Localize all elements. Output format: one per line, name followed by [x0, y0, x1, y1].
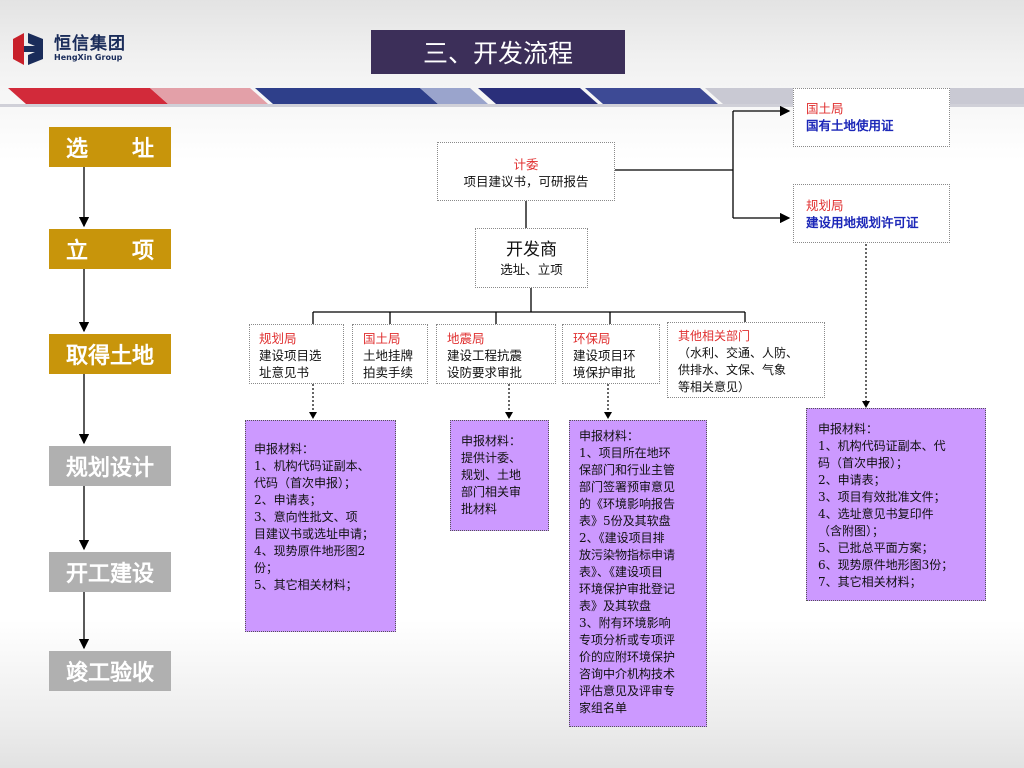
- land-use-certificate-box: 国土局 国有土地使用证: [793, 88, 950, 147]
- step-project-approval: 立 项: [49, 229, 171, 269]
- dept-line: 土地挂牌: [363, 348, 414, 363]
- materials-heading: 申报材料：: [461, 434, 522, 448]
- dept-name: 地震局: [447, 331, 485, 346]
- materials-line: 码（首次申报）；: [818, 456, 909, 470]
- dept-line: 建设项目选: [259, 348, 322, 363]
- materials-heading: 申报材料：: [579, 429, 640, 443]
- materials-line: 份；: [254, 561, 279, 575]
- materials-line: 4、选址意见书复印件: [818, 507, 934, 521]
- developer-text: 选址、立项: [500, 262, 563, 277]
- materials-line: 提供计委、: [461, 451, 522, 465]
- materials-line: 2、《建设项目排: [579, 531, 665, 545]
- materials-line: 5、已批总平面方案；: [818, 541, 934, 555]
- dept-line: 等相关意见）: [678, 380, 751, 394]
- planning-commission-dept: 计委: [513, 157, 539, 172]
- materials-line: 5、其它相关材料；: [254, 578, 358, 592]
- dept-name: 规划局: [259, 331, 297, 346]
- materials-line: 家组名单: [579, 701, 628, 715]
- materials-line: 放污染物指标申请: [579, 548, 676, 562]
- materials-box-environment: 申报材料： 1、项目所在地环 保部门和行业主管 部门签署预审意见 的《环境影响报…: [569, 420, 707, 727]
- materials-line: 7、其它相关材料；: [818, 575, 922, 589]
- dept-line: （水利、交通、人防、: [678, 346, 799, 360]
- materials-line: 1、机构代码证副本、代: [818, 439, 946, 453]
- materials-line: （含附图）；: [818, 524, 885, 538]
- materials-line: 表》、《建设项目: [579, 565, 664, 579]
- certificate-name: 国有土地使用证: [806, 118, 894, 133]
- dept-box-environment: 环保局 建设项目环 境保护审批: [562, 324, 660, 384]
- dept-name: 环保局: [573, 331, 611, 346]
- planning-commission-text: 项目建议书，可研报告: [463, 174, 589, 189]
- dept-line: 建设工程抗震: [447, 348, 523, 363]
- materials-heading: 申报材料：: [254, 442, 315, 456]
- materials-line: 批材料: [461, 502, 498, 516]
- materials-line: 2、申请表；: [254, 493, 322, 507]
- certificate-name: 建设用地规划许可证: [806, 215, 919, 230]
- planning-commission-box: 计委 项目建议书，可研报告: [437, 142, 615, 201]
- dept-box-land: 国土局 土地挂牌 拍卖手续: [352, 324, 428, 384]
- logo-english-name: HengXin Group: [54, 53, 123, 62]
- materials-line: 目建议书或选址申请；: [254, 527, 375, 541]
- dept-box-planning: 规划局 建设项目选 址意见书: [249, 324, 344, 384]
- step-land-acquisition: 取得土地: [49, 334, 171, 374]
- step-planning-design: 规划设计: [49, 446, 171, 486]
- dept-line: 址意见书: [259, 365, 310, 380]
- materials-line: 咨询中介机构技术: [579, 667, 676, 681]
- materials-line: 表》5份及其软盘: [579, 514, 671, 528]
- dept-box-others: 其他相关部门 （水利、交通、人防、 供排水、文保、气象 等相关意见）: [667, 322, 825, 398]
- dept-line: 拍卖手续: [363, 365, 414, 380]
- materials-line: 1、机构代码证副本、: [254, 459, 370, 473]
- materials-box-planning-permit: 申报材料： 1、机构代码证副本、代 码（首次申报）； 2、申请表； 3、项目有效…: [806, 408, 986, 601]
- dept-line: 供排水、文保、气象: [678, 363, 787, 377]
- materials-line: 代码（首次申报）；: [254, 476, 357, 490]
- materials-line: 3、意向性批文、项: [254, 510, 358, 524]
- planning-permit-box: 规划局 建设用地规划许可证: [793, 184, 950, 243]
- materials-line: 部门签署预审意见: [579, 480, 676, 494]
- step-construction: 开工建设: [49, 552, 171, 592]
- hengxin-logo-icon: [10, 31, 46, 67]
- logo-chinese-name: 恒信集团: [54, 34, 126, 54]
- materials-line: 3、项目有效批准文件；: [818, 490, 946, 504]
- dept-line: 设防要求审批: [447, 365, 523, 380]
- materials-line: 1、项目所在地环: [579, 446, 671, 460]
- materials-line: 规划、土地: [461, 468, 522, 482]
- dept-name: 国土局: [363, 331, 401, 346]
- materials-line: 部门相关审: [461, 485, 522, 499]
- materials-box-earthquake: 申报材料： 提供计委、 规划、土地 部门相关审 批材料: [450, 420, 549, 531]
- step-completion-acceptance: 竣工验收: [49, 651, 171, 691]
- dept-name: 其他相关部门: [678, 329, 751, 343]
- materials-box-planning-bureau: 申报材料： 1、机构代码证副本、 代码（首次申报）； 2、申请表； 3、意向性批…: [245, 420, 396, 632]
- materials-line: 价的应附环境保护: [579, 650, 676, 664]
- materials-line: 表》及其软盘: [579, 599, 652, 613]
- materials-line: 的《环境影响报告: [579, 497, 676, 511]
- certificate-dept: 规划局: [806, 198, 844, 213]
- materials-line: 3、附有环境影响: [579, 616, 671, 630]
- dept-box-earthquake: 地震局 建设工程抗震 设防要求审批: [436, 324, 556, 384]
- materials-line: 6、现势原件地形图3份；: [818, 558, 954, 572]
- materials-line: 专项分析或专项评: [579, 633, 676, 647]
- materials-line: 评估意见及评审专: [579, 684, 676, 698]
- dept-line: 境保护审批: [573, 365, 636, 380]
- materials-line: 保部门和行业主管: [579, 463, 676, 477]
- materials-line: 4、现势原件地形图2: [254, 544, 366, 558]
- certificate-dept: 国土局: [806, 101, 844, 116]
- step-site-selection: 选 址: [49, 127, 171, 167]
- developer-box: 开发商 选址、立项: [475, 228, 588, 288]
- materials-line: 2、申请表；: [818, 473, 886, 487]
- dept-line: 建设项目环: [573, 348, 636, 363]
- materials-heading: 申报材料：: [818, 422, 879, 436]
- materials-line: 环境保护审批登记: [579, 582, 676, 596]
- company-logo: 恒信集团 HengXin Group: [10, 31, 126, 67]
- slide-title: 三、开发流程: [371, 30, 625, 74]
- developer-title: 开发商: [506, 240, 557, 260]
